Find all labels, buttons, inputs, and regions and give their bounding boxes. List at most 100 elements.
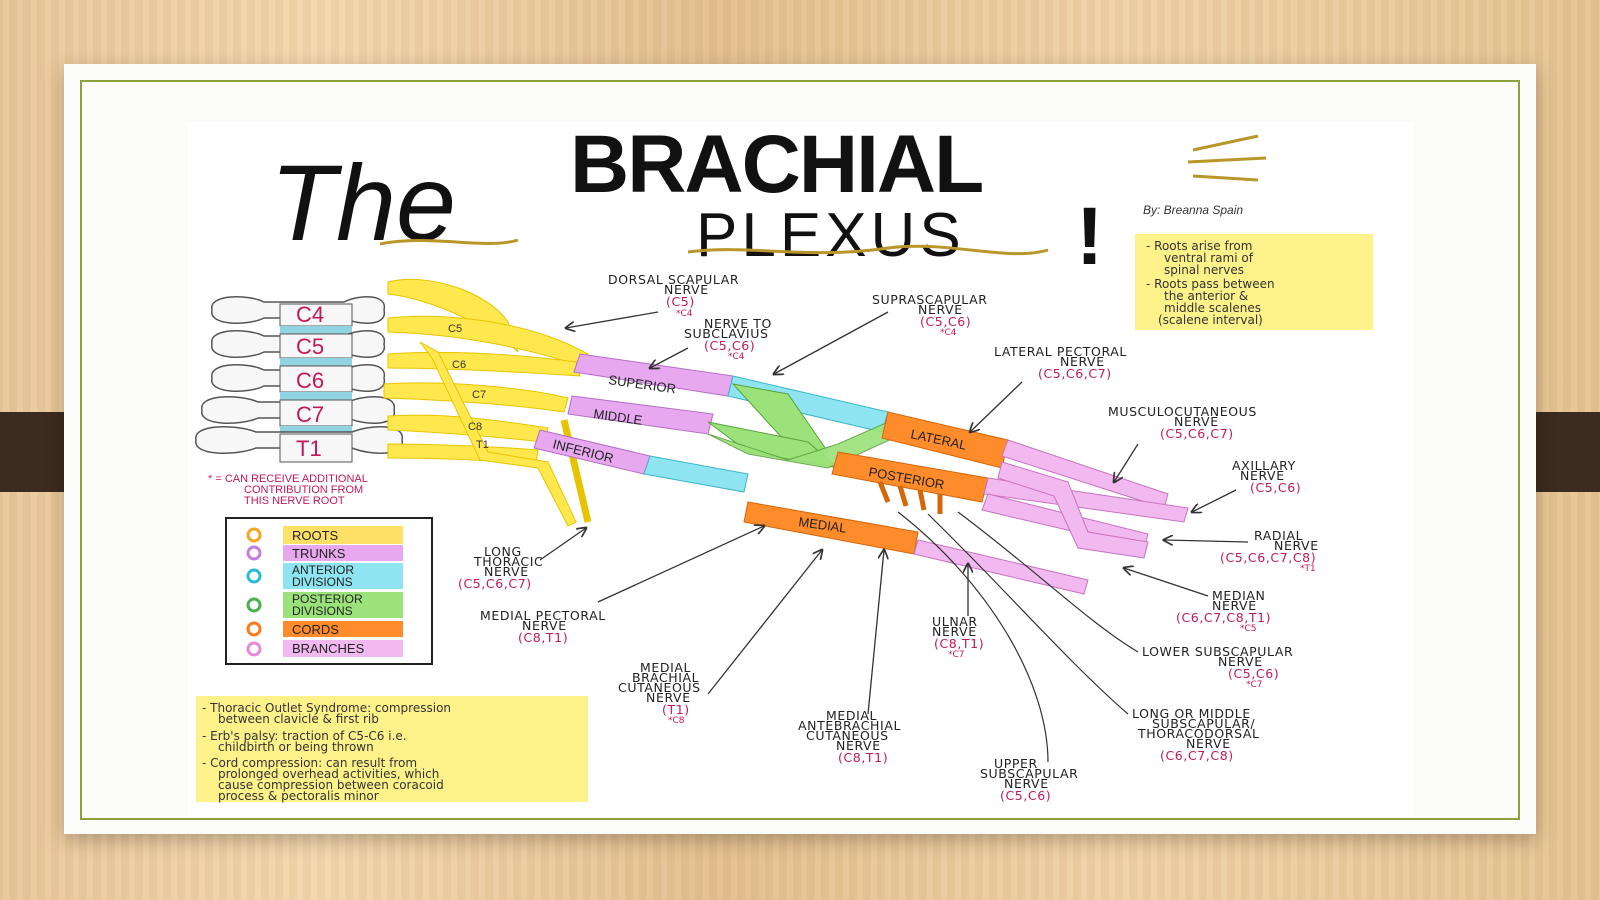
clinical-note-line: - Erb's palsy: traction of C5-C6 i.e.: [202, 729, 407, 743]
roots-note: - Roots arise from ventral rami of spina…: [1135, 234, 1373, 330]
nerve-name: SUBCLAVIUS: [684, 326, 769, 341]
root-tag: C8: [468, 421, 482, 433]
nerve-name: NERVE: [646, 690, 691, 705]
clinical-notes-background: [196, 696, 588, 802]
label-medial-pectoral: MEDIAL PECTORAL NERVE (C8,T1): [480, 526, 764, 645]
nerve-roots: (C6,C7,C8): [1160, 748, 1234, 763]
label-radial: RADIAL NERVE (C5,C6,C7,C8) *T1: [1164, 528, 1318, 574]
clinical-note-line: process & pectoralis minor: [218, 789, 379, 803]
posterior-cord-small-branches: [877, 481, 943, 514]
cord-label: MEDIAL: [798, 514, 848, 536]
branch-median-lateral-root: [997, 461, 1149, 559]
label-lateral-pectoral: LATERAL PECTORAL NERVE (C5,C6,C7): [970, 344, 1126, 432]
roots: [383, 278, 589, 527]
nerve-star: *C7: [948, 650, 965, 660]
nerve-name: SUPRASCAPULAR: [872, 292, 988, 307]
label-nerve-to-subclavius: NERVE TO SUBCLAVIUS (C5,C6) *C4: [650, 316, 772, 368]
clinical-note-line: prolonged overhead activities, which: [218, 767, 439, 781]
author-credit: By: Breanna Spain: [1143, 203, 1243, 217]
trunk-label: MIDDLE: [593, 406, 644, 428]
legend-label: DIVISIONS: [292, 575, 353, 589]
roots-note-line: - Roots pass between: [1146, 277, 1275, 291]
nerve-name: MEDIAN: [1212, 588, 1266, 603]
nerve-star: *T1: [1300, 564, 1316, 574]
label-medial-brachial-cutaneous: MEDIAL BRACHIAL CUTANEOUS NERVE (T1) *C8: [618, 550, 822, 726]
nerve-name: SUBSCAPULAR/: [1152, 716, 1255, 731]
trunks: SUPERIOR MIDDLE INFERIOR: [533, 353, 734, 475]
roots-note-background: [1135, 234, 1373, 330]
legend-label: CORDS: [292, 622, 339, 637]
vertebra-t1: T1: [195, 426, 403, 463]
nerve-name: LONG: [484, 544, 522, 559]
label-long-thoracic: LONG THORACIC NERVE (C5,C6,C7): [458, 528, 586, 591]
nerve-name: NERVE: [836, 738, 881, 753]
nerve-roots: (C5,C6): [1250, 480, 1301, 495]
root-tag: T1: [476, 439, 489, 451]
nerve-roots: (C5,C6): [1000, 788, 1051, 803]
nerve-name: NERVE TO: [704, 316, 772, 331]
legend-item-cords: CORDS: [246, 621, 403, 637]
nerve-name: DORSAL SCAPULAR: [608, 272, 739, 287]
nerve-star: *C4: [676, 309, 693, 319]
vertebra-label: C4: [296, 302, 324, 327]
vertebra-c5: C5: [211, 330, 385, 359]
label-thoracodorsal: LONG OR MIDDLE SUBSCAPULAR/ THORACODORSA…: [927, 513, 1260, 763]
nerve-roots: (C5,C6,C7): [1160, 426, 1234, 441]
nerve-name: LOWER SUBSCAPULAR: [1142, 644, 1293, 659]
legend-label: POSTERIOR: [292, 592, 363, 606]
nerve-name: CUTANEOUS: [806, 728, 889, 743]
nerve-name: UPPER: [994, 756, 1038, 771]
nerve-roots: (C8,T1): [838, 750, 888, 765]
asterisk-note: * = CAN RECEIVE ADDITIONAL CONTRIBUTION …: [208, 473, 368, 507]
label-musculocutaneous: MUSCULOCUTANEOUS NERVE (C5,C6,C7): [1108, 404, 1256, 482]
nerve-roots: (C5,C6,C7,C8): [1220, 550, 1316, 565]
roots-note-line: the anterior &: [1164, 289, 1248, 303]
nerve-name: ULNAR: [932, 614, 978, 629]
roots-note-line: middle scalenes: [1164, 301, 1261, 315]
nerve-roots: (C8,T1): [934, 636, 984, 651]
nerve-star: *C8: [668, 716, 685, 726]
legend-label: DIVISIONS: [292, 604, 353, 618]
vertebra-label: C7: [296, 402, 324, 427]
nerve-name: MEDIAL PECTORAL: [480, 608, 606, 623]
clinical-note-line: - Thoracic Outlet Syndrome: compression: [202, 701, 451, 715]
cord-posterior: [831, 451, 989, 503]
nerve-name: BRACHIAL: [632, 670, 699, 685]
legend-label: TRUNKS: [292, 546, 346, 561]
nerve-name: NERVE: [1186, 736, 1231, 751]
nerve-name: LONG OR MIDDLE: [1132, 706, 1251, 721]
vertebra-c6: C6: [211, 364, 385, 393]
nerve-name: RADIAL: [1254, 528, 1303, 543]
roots-note-line: spinal nerves: [1164, 263, 1244, 277]
roots-note-line: - Roots arise from: [1146, 239, 1252, 253]
roots-note-line: ventral rami of: [1164, 251, 1254, 265]
title: The BRACHIAL PLEXUS ! By: Breanna Spain: [270, 119, 1267, 282]
small-root-labels: C5 C6 C7 C8 T1: [448, 323, 489, 451]
nerve-name: NERVE: [1060, 354, 1105, 369]
label-medial-antebrachial-cutaneous: MEDIAL ANTEBRACHIAL CUTANEOUS NERVE (C8,…: [798, 550, 900, 765]
label-upper-subscapular: UPPER SUBSCAPULAR NERVE (C5,C6): [897, 511, 1078, 803]
root-c4: [387, 278, 519, 353]
vertebra-c7: C7: [201, 396, 395, 427]
legend-label: ROOTS: [292, 528, 339, 543]
nerve-name: THORACIC: [473, 554, 543, 569]
nerve-name: THORACODORSAL: [1137, 726, 1260, 741]
label-suprascapular: SUPRASCAPULAR NERVE (C5,C6) *C4: [774, 292, 988, 374]
intervertebral-disc: [280, 426, 352, 434]
legend-label: BRANCHES: [292, 641, 365, 656]
vertebra-label: T1: [296, 436, 322, 461]
nerve-roots: (C5,C6): [920, 314, 971, 329]
brachial-plexus-illustration: The BRACHIAL PLEXUS ! By: Breanna Spain …: [188, 119, 1414, 816]
nerve-roots: (C5,C6,C7): [1038, 366, 1112, 381]
asterisk-note-line: CONTRIBUTION FROM: [244, 484, 363, 496]
nerve-roots: (C6,C7,C8,T1): [1176, 610, 1271, 625]
title-underline-flourish: [379, 238, 519, 246]
nerve-name: NERVE: [1174, 414, 1219, 429]
nerve-name: CUTANEOUS: [618, 680, 701, 695]
clinical-note-line: childbirth or being thrown: [218, 740, 374, 754]
label-dorsal-scapular: DORSAL SCAPULAR NERVE (C5) *C4: [566, 272, 739, 328]
root-tag: C6: [452, 359, 466, 371]
clinical-notes: - Thoracic Outlet Syndrome: compression …: [196, 696, 588, 803]
title-the: The: [270, 142, 456, 263]
root-tag: C5: [448, 323, 462, 335]
